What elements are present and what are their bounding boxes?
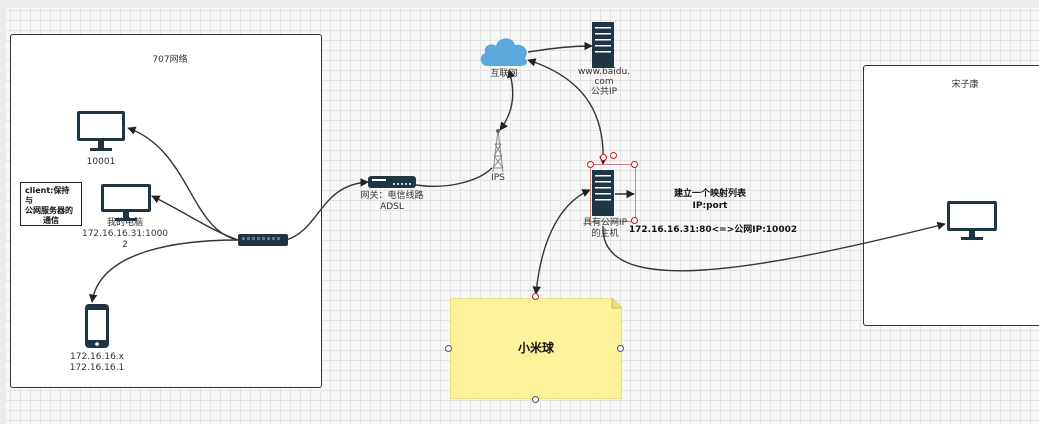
canvas-left-edge: [0, 0, 6, 424]
remote-monitor-shape: [947, 201, 997, 240]
cloud-label: 互联网: [490, 69, 518, 79]
baidu-label-line1: www.baidu.: [577, 67, 631, 77]
monitor-shape: [77, 111, 125, 151]
server-rack-shape: [592, 22, 614, 68]
client-note[interactable]: client:保持与 公网服务器的 通信: [20, 182, 82, 226]
switch-shape: [238, 234, 288, 246]
group-707-title: 707网络: [152, 55, 188, 65]
edge-server-remote: [602, 221, 946, 272]
phone-label-line1: 172.16.16.x: [70, 352, 124, 362]
switch-icon[interactable]: [238, 234, 288, 246]
edge-server-sticky: [532, 189, 591, 295]
router-label-line1: 网关：电信线路: [360, 191, 424, 201]
edge-cloud-baidu: [527, 41, 593, 53]
public-server-shape: [592, 170, 614, 216]
cell-tower-icon[interactable]: [491, 128, 505, 174]
monitor1-label: 10001: [86, 157, 116, 167]
baidu-label-line3: 公共IP: [590, 87, 618, 97]
public-server-icon[interactable]: [592, 170, 614, 216]
computer-label-line3: 2: [122, 240, 128, 250]
selection-handle-corner-tl[interactable]: [587, 161, 594, 168]
edge-switch-monitor2: [151, 195, 239, 241]
computer-shape: [101, 184, 151, 221]
selection-handle-top[interactable]: [600, 154, 607, 161]
sticky-handle-bottom[interactable]: [532, 396, 539, 403]
baidu-label-line2: com: [594, 77, 614, 87]
monitor-icon[interactable]: [76, 110, 126, 155]
phone-icon[interactable]: [84, 303, 110, 349]
mapping-title: 建立一个映射列表: [673, 189, 746, 199]
cell-tower-shape: [492, 129, 504, 173]
mapping-entry: 172.16.16.31:80<=>公网IP:10002: [628, 225, 798, 235]
sticky-handle-left[interactable]: [445, 345, 452, 352]
router-icon[interactable]: [368, 174, 416, 190]
mapping-subtitle: IP:port: [692, 201, 728, 211]
router-shape: [368, 176, 416, 188]
edge-switch-router: [285, 178, 369, 241]
router-label-line2: ADSL: [380, 202, 404, 212]
cloud-icon[interactable]: [478, 34, 530, 68]
client-note-line3: 通信: [43, 216, 59, 225]
selection-box: [590, 164, 636, 222]
selection-handle-corner-br[interactable]: [631, 217, 638, 224]
client-note-line1: client:保持与: [25, 186, 70, 205]
canvas-top-edge: [0, 0, 1039, 8]
client-note-line2: 公网服务器的: [25, 206, 73, 215]
cloud-shape: [480, 38, 527, 66]
group-remote-title: 宋子康: [951, 80, 979, 90]
sticky-handle-top[interactable]: [532, 293, 539, 300]
sticky-handle-right[interactable]: [617, 345, 624, 352]
phone-shape: [85, 304, 109, 348]
server-rack-icon[interactable]: [592, 22, 614, 68]
sticky-note-text: 小米球: [517, 341, 554, 355]
selection-handle-corner-tr[interactable]: [631, 161, 638, 168]
public-server-label-line2: 的主机: [591, 229, 619, 239]
edge-switch-phone: [89, 239, 239, 303]
computer-label-line1: 我的电脑: [106, 218, 143, 228]
selection-handle-top-right[interactable]: [610, 152, 617, 159]
sticky-note[interactable]: 小米球: [450, 298, 622, 399]
public-server-label-line1: 具有公网IP: [582, 218, 628, 228]
group-remote[interactable]: [863, 65, 1039, 326]
phone-label-line2: 172.16.16.1: [69, 363, 125, 373]
edge-cloud-server: [527, 58, 608, 165]
sticky-note-shape: [450, 298, 622, 399]
computer-icon[interactable]: [100, 183, 152, 223]
computer-label-line2: 172.16.16.31:1000: [81, 229, 169, 239]
edge-router-tower: [415, 167, 493, 188]
tower-label: IPS: [491, 173, 505, 183]
edge-tower-cloud: [499, 69, 516, 131]
remote-monitor-icon[interactable]: [946, 200, 998, 242]
